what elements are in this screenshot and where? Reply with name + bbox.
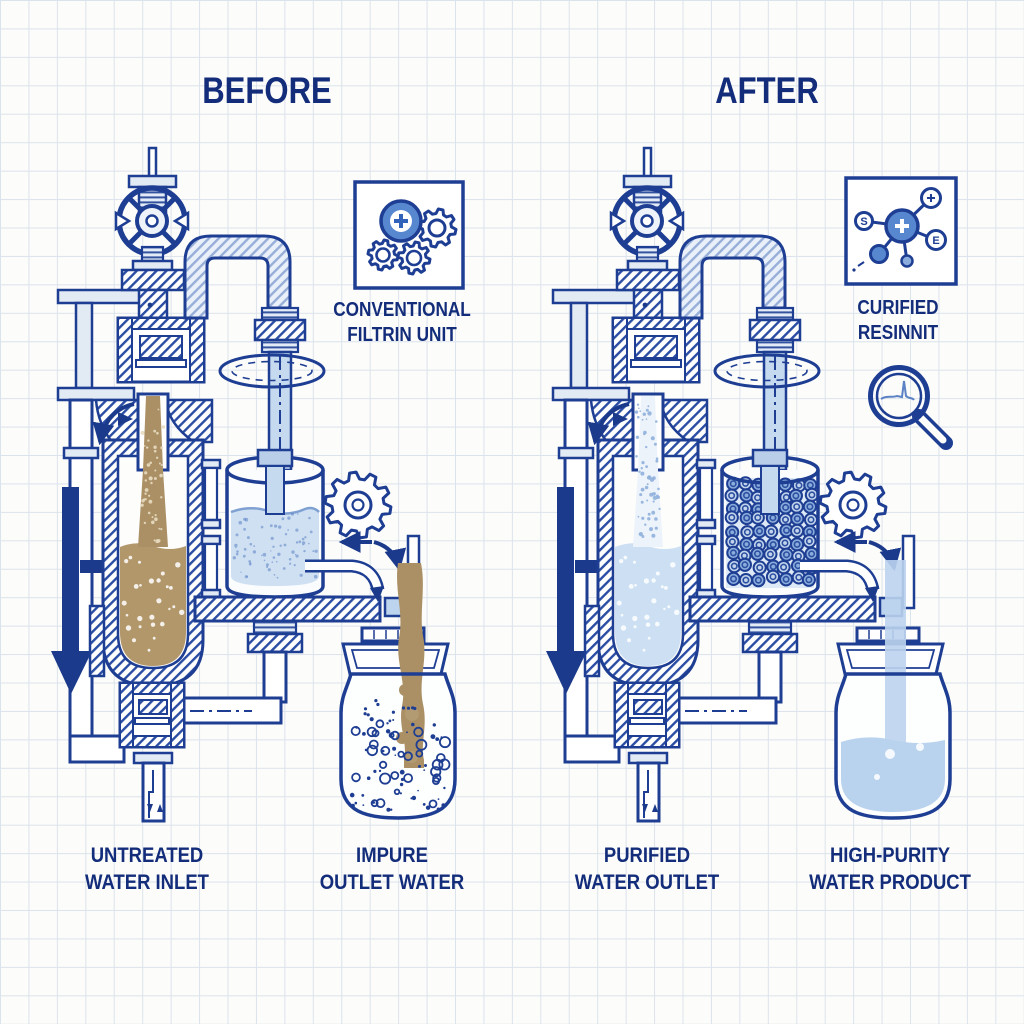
beaker-water [230, 506, 320, 586]
sight-glass [695, 458, 717, 600]
gear-icon [818, 470, 888, 540]
filtration-apparatus-after [546, 146, 952, 823]
conventional-filter-label: CONVENTIONAL FILTRIN UNIT [320, 298, 483, 348]
conventional-filter-box [353, 180, 465, 290]
high-purity-water-product-label: HIGH-PURITY WATER PRODUCT [809, 844, 971, 894]
pipe-union [748, 306, 802, 354]
funnel-ring [713, 353, 821, 389]
filtration-apparatus-before [51, 146, 457, 823]
svg-text:S: S [860, 216, 867, 228]
valve-housing [611, 316, 701, 384]
product-bottle [834, 560, 952, 820]
main-vessel [88, 392, 205, 688]
funnel-ring [218, 353, 326, 389]
impure-outlet-water-label: IMPURE OUTLET WATER [319, 844, 465, 894]
pipe-union [253, 306, 307, 354]
magnifier-icon [868, 365, 953, 450]
base-plate [181, 595, 382, 725]
gear-icon [323, 470, 393, 540]
purified-water-outlet-label: PURIFIED WATER OUTLET [574, 844, 720, 894]
inlet-valve [609, 146, 685, 320]
filter-beaker [720, 448, 820, 599]
after-title: AFTER [715, 70, 819, 111]
product-bottle [339, 563, 457, 820]
purification-resin-label-line2: RESINNIT [857, 322, 939, 344]
vessel-liquid [615, 543, 681, 666]
gears-icon [366, 199, 458, 276]
filter-beaker [225, 448, 325, 599]
base-plate [676, 595, 877, 725]
purification-resin-label: CURIFIED RESINNIT [816, 296, 979, 346]
valve-housing [116, 316, 206, 384]
sight-glass [200, 458, 222, 600]
conventional-filter-label-line1: CONVENTIONAL [333, 299, 471, 321]
inlet-valve [114, 146, 190, 320]
svg-text:E: E [932, 235, 939, 247]
outlet-block [118, 681, 186, 823]
overhead-pipe [678, 234, 787, 320]
clean-contents [841, 560, 945, 812]
main-vessel [583, 392, 700, 688]
outlet-block [613, 681, 681, 823]
purification-resin-box: S E [844, 176, 958, 286]
before-title: BEFORE [202, 70, 332, 111]
molecule-icon: S E [852, 187, 947, 272]
conventional-filter-label-line2: FILTRIN UNIT [347, 324, 457, 346]
untreated-water-inlet-label: UNTREATED WATER INLET [85, 844, 209, 894]
purified-stream [633, 396, 663, 547]
purification-resin-label-line1: CURIFIED [857, 297, 939, 319]
vessel-liquid [120, 543, 186, 666]
overhead-pipe [183, 234, 292, 320]
untreated-stream [138, 396, 168, 547]
impure-contents [349, 563, 451, 812]
